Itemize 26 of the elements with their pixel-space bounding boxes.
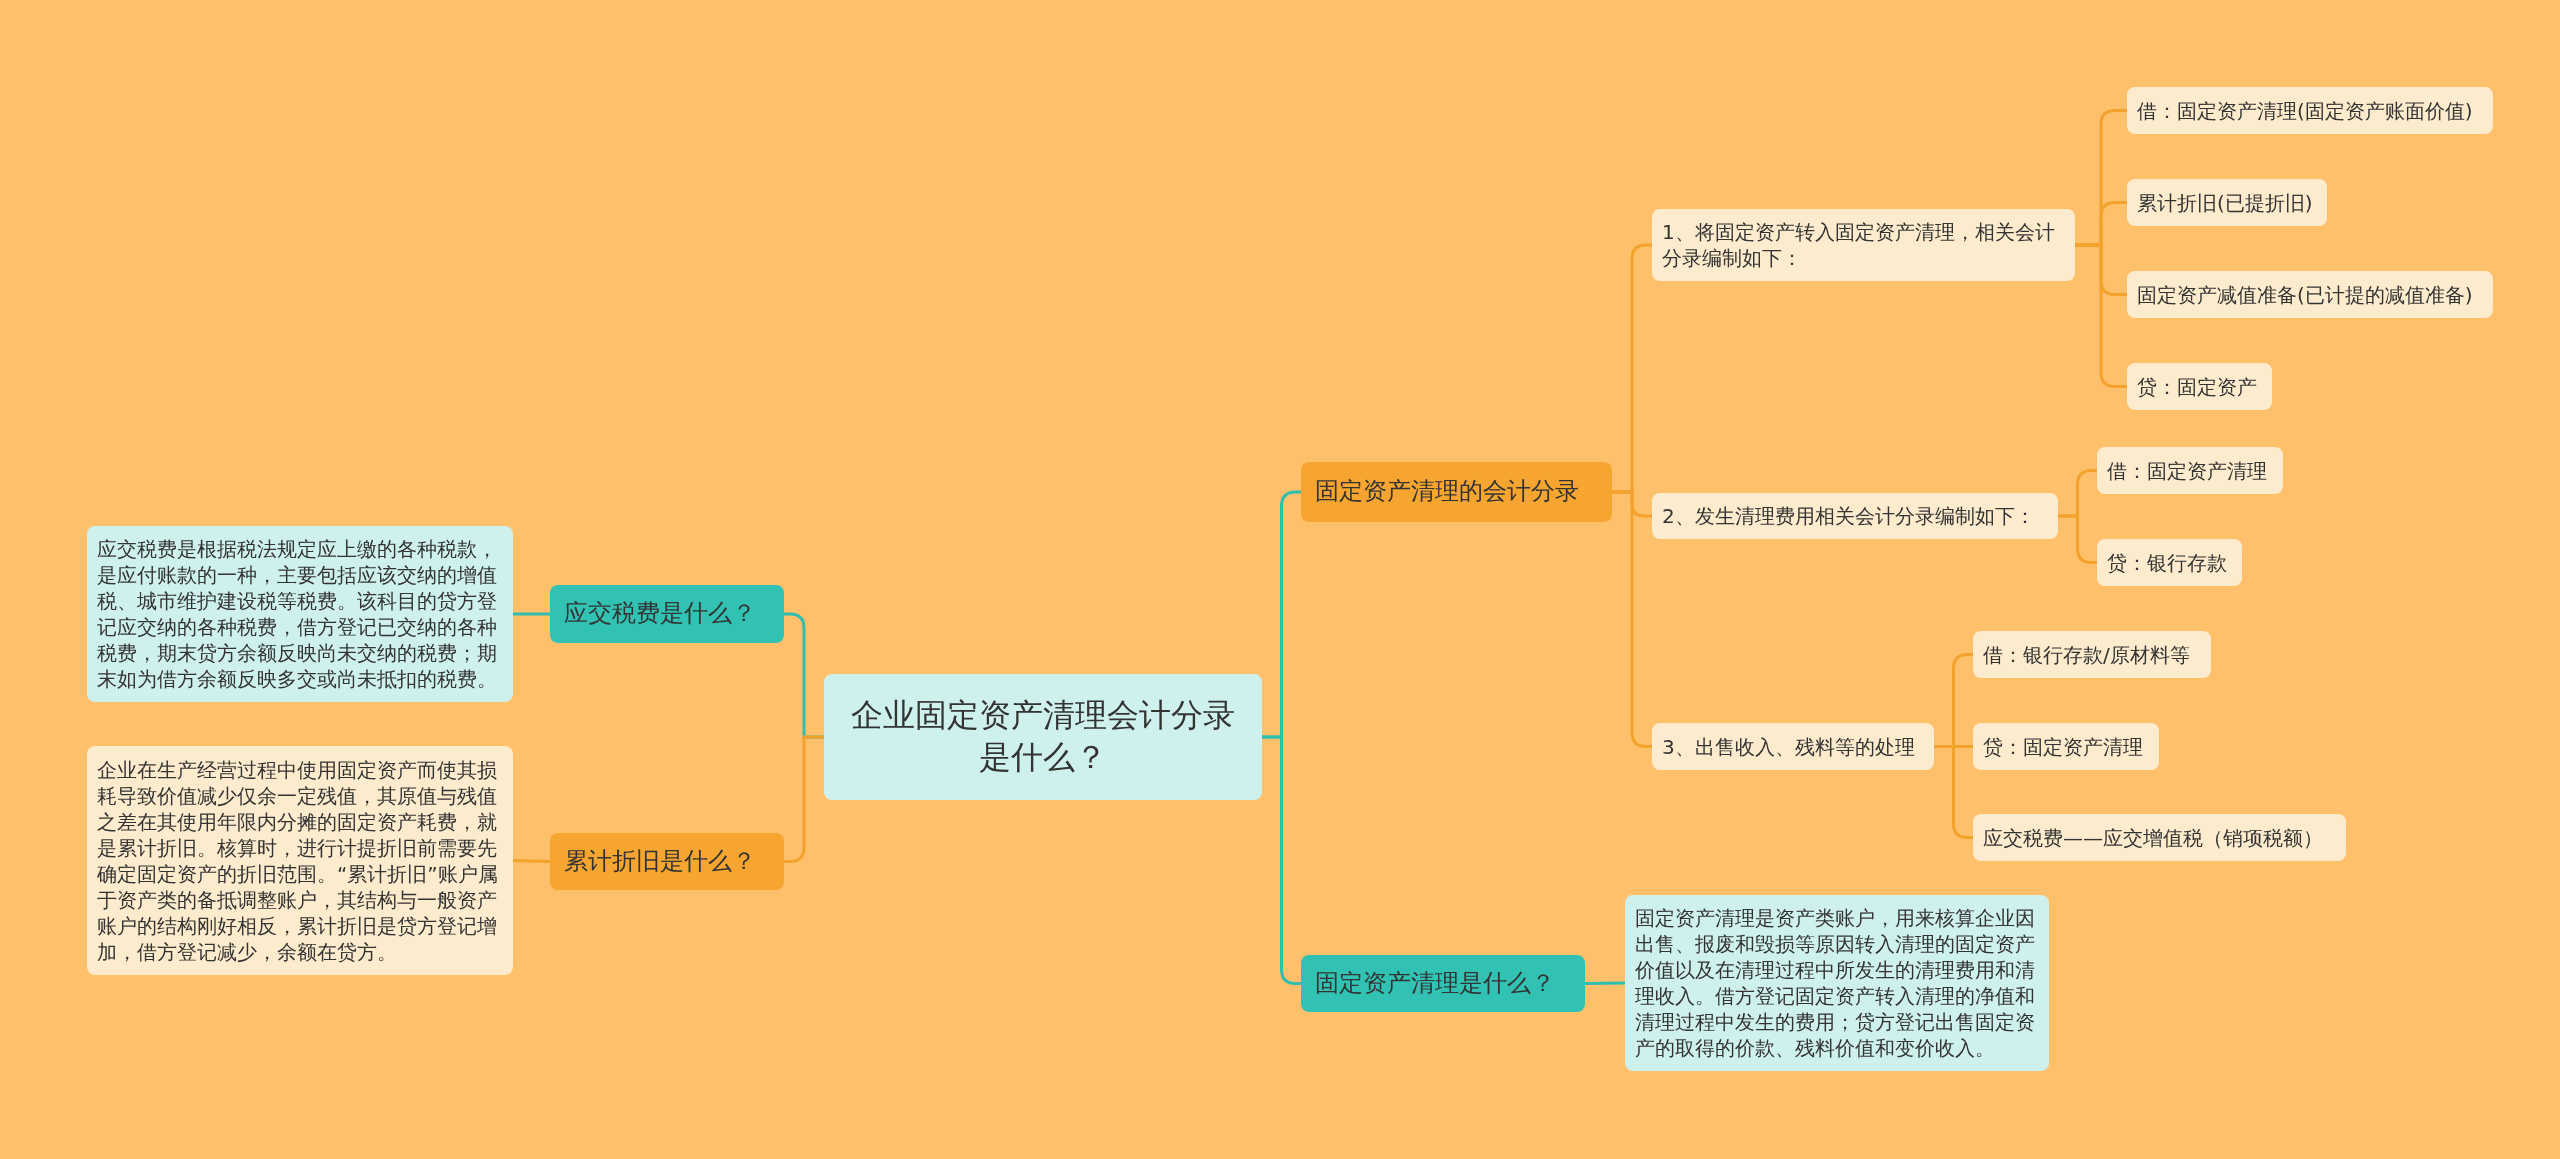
note-box: 应交税费是根据税法规定应上缴的各种税款，是应付账款的一种，主要包括应该交纳的增值税、城市维护建设税等税费。该科目的贷方登记应交纳的各种税费，借方登记已交纳的各种税费，期末贷方余额反映尚未交纳的税费；期末如为借方余额反映多交或尚未抵扣的税费。	[87, 526, 513, 702]
connector	[513, 612, 550, 616]
central-topic-box: 企业固定资产清理会计分录是什么？	[824, 674, 1262, 800]
connector	[784, 735, 824, 863]
connector	[2058, 514, 2097, 564]
connector	[1612, 490, 1652, 748]
subtopic-box: 借：固定资产清理(固定资产账面价值)	[2127, 87, 2493, 134]
subtopic-box: 贷：固定资产清理	[1973, 723, 2159, 770]
connector	[1584, 981, 1626, 985]
subtopic-box: 借：银行存款/原材料等	[1973, 631, 2211, 678]
topic-box: 应交税费是什么？	[550, 585, 784, 643]
topic-box: 固定资产清理是什么？	[1301, 955, 1585, 1012]
topic-box: 累计折旧是什么？	[550, 833, 784, 890]
subtopic-box: 固定资产减值准备(已计提的减值准备)	[2127, 271, 2493, 318]
subtopic-box: 应交税费——应交增值税（销项税额）	[1973, 814, 2346, 861]
topic-box: 固定资产清理的会计分录	[1301, 462, 1612, 522]
connector	[512, 859, 551, 863]
subtopic-box: 3、出售收入、残料等的处理	[1652, 723, 1934, 770]
note-box: 固定资产清理是资产类账户，用来核算企业因出售、报废和毁损等原因转入清理的固定资产价值以及在清理过程中所发生的清理费用和清理收入。借方登记固定资产转入清理的净值和清理过程中发生的费用；贷方登记出售固定资产的取得的价款、残料价值和变价收入。	[1625, 895, 2049, 1071]
subtopic-box: 借：固定资产清理	[2097, 447, 2283, 494]
subtopic-box: 2、发生清理费用相关会计分录编制如下：	[1652, 493, 2058, 539]
subtopic-box: 累计折旧(已提折旧)	[2127, 179, 2327, 226]
subtopic-box: 贷：固定资产	[2127, 363, 2272, 410]
subtopic-box: 企业在生产经营过程中使用固定资产而使其损耗导致价值减少仅余一定残值，其原值与残值之差在其使用年限内分摊的固定资产耗费，就是累计折旧。核算时，进行计提折旧前需要先确定固定资产的折旧范围。“累计折旧”账户属于资产类的备抵调整账户，其结构与一般资产账户的结构刚好相反，累计折旧是贷方登记增加，借方登记减少，余额在贷方。	[87, 746, 513, 975]
subtopic-box: 贷：银行存款	[2097, 539, 2242, 586]
subtopic-box: 1、将固定资产转入固定资产清理，相关会计分录编制如下：	[1652, 209, 2075, 281]
